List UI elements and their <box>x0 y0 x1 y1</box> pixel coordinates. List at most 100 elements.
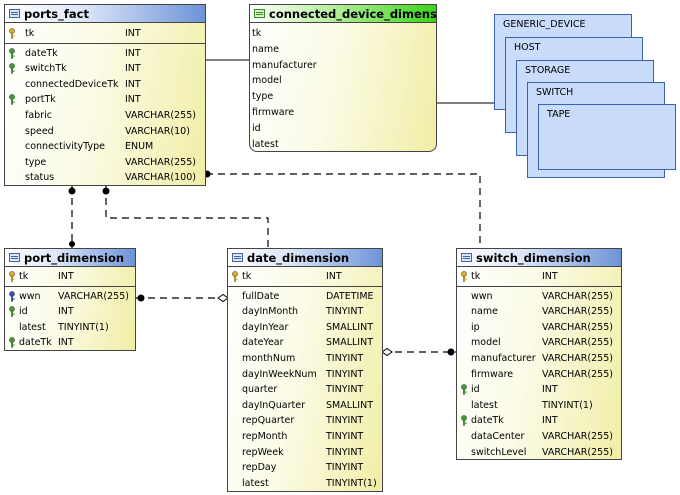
table-icon <box>461 253 472 262</box>
column-type: DATETIME <box>326 290 374 302</box>
key-icon-green <box>460 415 468 427</box>
column-type: VARCHAR(255) <box>542 431 613 442</box>
column-type: VARCHAR(100) <box>125 172 196 184</box>
column-name: tk <box>471 271 481 282</box>
column-row[interactable]: id <box>250 121 436 136</box>
column-type: VARCHAR(10) <box>125 125 190 137</box>
entity-connected-device-dimension[interactable]: connected_device_dimension tknamemanufac… <box>249 4 437 152</box>
column-name: type <box>25 156 47 168</box>
column-type: VARCHAR(255) <box>542 446 613 458</box>
column-name: quarter <box>242 384 278 396</box>
column-row[interactable]: type <box>250 89 436 104</box>
column-row[interactable]: model <box>250 73 436 88</box>
table-icon <box>254 9 265 18</box>
key-icon-green <box>8 47 16 59</box>
column-name: dayInMonth <box>242 306 299 318</box>
column-row[interactable]: name <box>250 42 436 57</box>
column-row[interactable]: manufacturer <box>250 58 436 73</box>
column-name: latest <box>19 321 46 333</box>
key-icon-gold <box>231 271 239 282</box>
column-name: id <box>471 384 480 396</box>
column-name: dateTk <box>19 337 52 349</box>
column-name: fullDate <box>242 290 280 302</box>
column-name: firmware <box>252 107 295 118</box>
rel-end-diamond <box>381 347 393 357</box>
column-row[interactable]: dateTk INT <box>5 335 135 350</box>
column-type: TINYINT <box>326 431 364 442</box>
column-name: type <box>252 91 274 103</box>
key-separator <box>5 285 135 287</box>
key-icon-green <box>8 94 16 106</box>
column-type: TINYINT <box>326 446 364 458</box>
column-name: name <box>252 43 279 55</box>
column-row[interactable]: repWeek TINYINT <box>228 445 382 460</box>
column-type: TINYINT <box>326 384 364 396</box>
column-row[interactable]: latest <box>250 137 436 152</box>
column-type: INT <box>125 47 141 59</box>
column-type: INT <box>58 271 74 282</box>
column-row[interactable]: tk <box>250 26 436 41</box>
column-name: model <box>471 337 501 349</box>
column-row[interactable]: quarter TINYINT <box>228 382 382 397</box>
column-name: id <box>252 122 261 134</box>
column-type: INT <box>58 337 74 349</box>
column-name: dayInYear <box>242 321 289 333</box>
column-row[interactable]: firmware <box>250 105 436 120</box>
key-separator <box>5 42 205 44</box>
column-type: INT <box>125 78 141 90</box>
column-type: TINYINT <box>326 353 364 364</box>
column-name: repWeek <box>242 446 284 458</box>
column-type: VARCHAR(255) <box>542 368 613 380</box>
rel-ports-switch-dimension <box>206 173 481 248</box>
subtype-tape[interactable]: TAPE <box>538 104 676 170</box>
column-name: connectivityType <box>25 141 105 153</box>
key-icon-green <box>8 306 16 317</box>
column-name: firmware <box>471 368 514 380</box>
column-name: repQuarter <box>242 415 295 427</box>
column-type: SMALLINT <box>326 337 374 349</box>
column-row[interactable]: fullDate DATETIME <box>228 289 382 304</box>
column-row[interactable]: firmware VARCHAR(255) <box>457 367 621 382</box>
key-icon-green <box>8 63 16 74</box>
